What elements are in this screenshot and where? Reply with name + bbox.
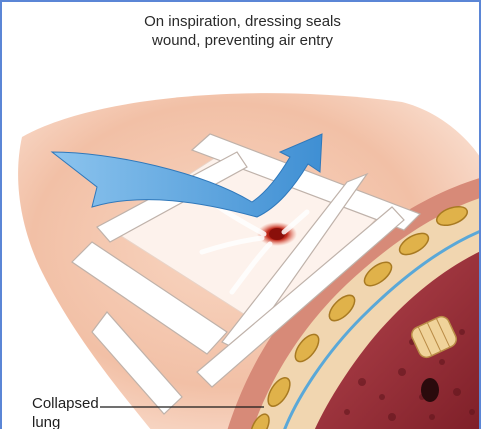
airway-opening <box>421 378 439 402</box>
collapsed-lung-label-line-1: Collapsed <box>32 395 99 413</box>
caption-line-1: On inspiration, dressing seals <box>2 12 481 31</box>
caption-line-2: wound, preventing air entry <box>2 31 481 50</box>
collapsed-lung-label-line-2: lung <box>32 414 60 429</box>
